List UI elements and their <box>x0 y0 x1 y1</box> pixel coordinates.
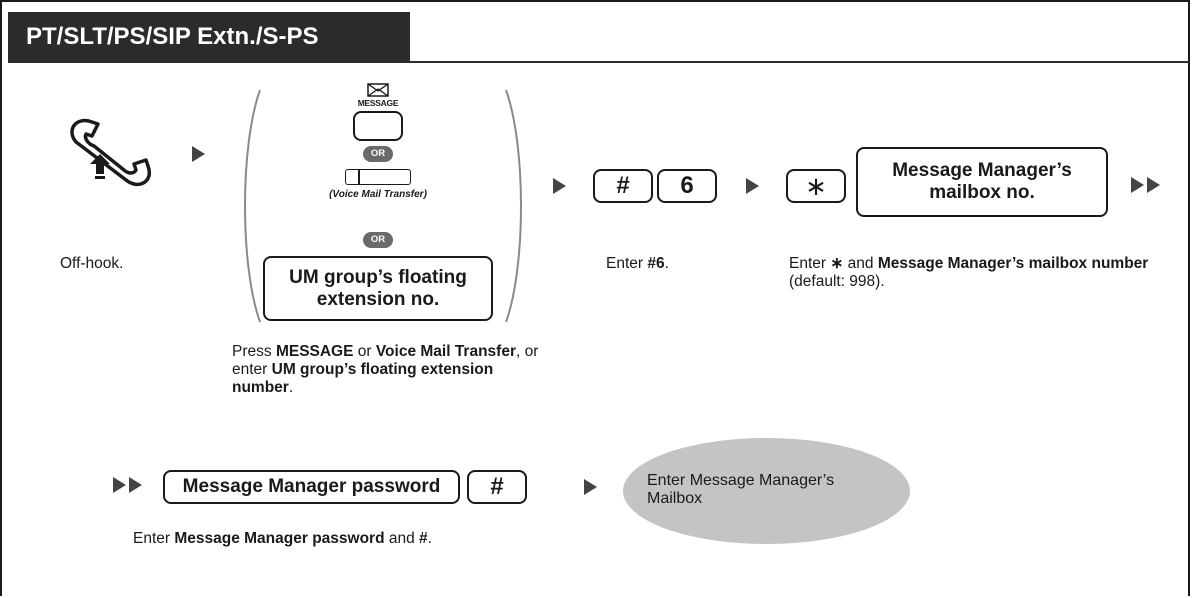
caption-bold: # <box>419 530 428 547</box>
caption-text: Enter <box>133 530 175 547</box>
resume-arrow-1 <box>113 477 126 493</box>
password-key-text: Message Manager password <box>182 476 441 497</box>
caption-text: or <box>353 343 376 360</box>
message-button[interactable] <box>353 111 403 141</box>
caption-text: Press <box>232 343 276 360</box>
envelope-icon <box>367 83 389 97</box>
voice-mail-transfer-button[interactable] <box>345 169 411 185</box>
caption-text: and <box>843 255 878 272</box>
six-key[interactable]: 6 <box>657 169 717 203</box>
step2-caption: Press MESSAGE or Voice Mail Transfer, or… <box>232 343 552 397</box>
six-key-text: 6 <box>680 172 694 199</box>
caption-text: , or enter <box>232 343 539 378</box>
caption-bold: Message Manager password <box>174 530 385 547</box>
hash-key-text: # <box>616 172 630 199</box>
result-bubble: Enter Message Manager’s Mailbox <box>623 438 910 544</box>
result-text: Enter Message Manager’s Mailbox <box>647 472 835 507</box>
um-floating-extension-key[interactable]: UM group’s floating extension no. <box>263 256 493 321</box>
caption-text: . <box>427 530 432 547</box>
password-key[interactable]: Message Manager password <box>163 470 460 504</box>
caption-bold: Message Manager’s mailbox number <box>877 255 1149 272</box>
step4-caption: Enter ∗ and Message Manager’s mailbox nu… <box>789 255 1149 291</box>
caption-text: Enter <box>789 255 831 272</box>
hash-key[interactable]: # <box>593 169 653 203</box>
caption-bold: Voice Mail Transfer <box>375 343 516 360</box>
caption-text: . <box>664 255 669 272</box>
caption-text: . <box>288 379 294 396</box>
header-rule <box>8 61 1190 63</box>
password-hash-key[interactable]: # <box>467 470 527 504</box>
mailbox-number-key-text: Message Manager’s mailbox no. <box>892 160 1072 203</box>
resume-arrow-2 <box>129 477 142 493</box>
star-key-symbol: ∗ <box>805 170 827 201</box>
continue-arrow-2 <box>1147 177 1160 193</box>
um-floating-extension-key-text: UM group’s floating extension no. <box>289 266 467 310</box>
voice-mail-transfer-label: (Voice Mail Transfer) <box>329 189 427 200</box>
caption-star: ∗ <box>830 255 844 272</box>
step1-caption: Off-hook. <box>60 255 124 272</box>
or-badge-1: OR <box>363 146 393 162</box>
flow-arrow-1 <box>192 146 205 162</box>
caption-text: and <box>384 530 420 547</box>
caption-bold: #6 <box>647 255 665 272</box>
step5-caption: Enter Message Manager password and #. <box>133 530 432 548</box>
option-group-brackets <box>244 89 522 323</box>
continue-arrow-1 <box>1131 177 1144 193</box>
off-hook-handset-icon <box>70 118 152 187</box>
flow-arrow-3 <box>746 178 759 194</box>
caption-bold: UM group’s floating extension number <box>232 361 494 396</box>
caption-text: Enter <box>606 255 648 272</box>
caption-text: (default: 998). <box>789 273 885 290</box>
star-key[interactable]: ∗ <box>786 169 846 203</box>
flow-arrow-4 <box>584 479 597 495</box>
caption-bold: MESSAGE <box>275 343 354 360</box>
step3-caption: Enter #6. <box>606 255 669 273</box>
mailbox-number-key[interactable]: Message Manager’s mailbox no. <box>856 147 1108 217</box>
message-key-label: MESSAGE <box>357 98 399 108</box>
header-title: PT/SLT/PS/SIP Extn./S-PS <box>8 12 410 62</box>
password-hash-key-text: # <box>490 473 504 500</box>
flow-arrow-2 <box>553 178 566 194</box>
or-badge-2: OR <box>363 232 393 248</box>
